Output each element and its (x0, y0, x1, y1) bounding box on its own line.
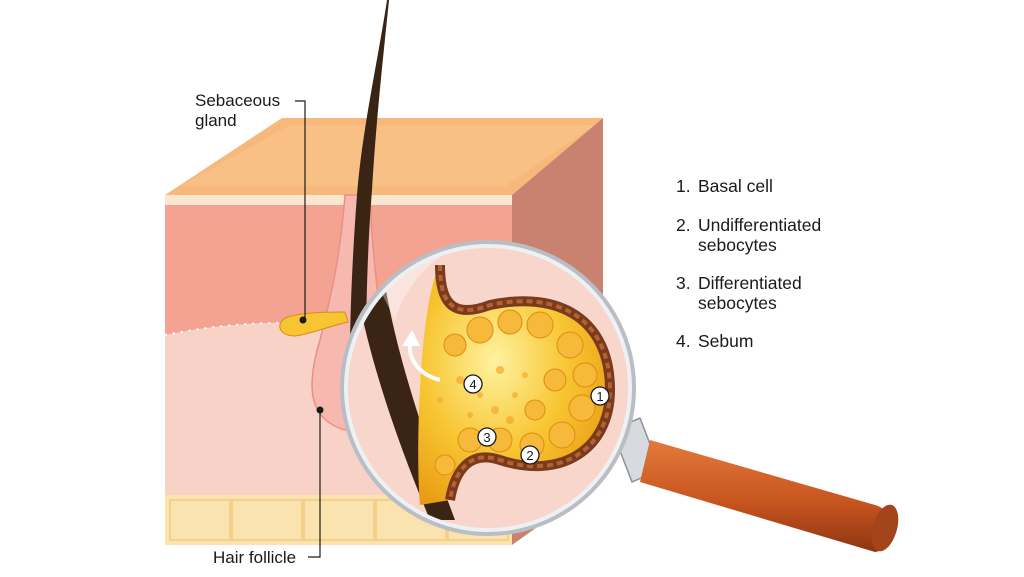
sebaceous-gland-label: Sebaceous gland (195, 91, 281, 130)
marker-4: 4 (463, 374, 483, 394)
marker-2-text: 2 (526, 448, 533, 463)
legend-item-basal-cell: 1. Basal cell (676, 176, 888, 196)
sebaceous-pointer-line (295, 100, 306, 320)
marker-3: 3 (477, 427, 497, 447)
fat-cells (169, 499, 509, 541)
magnified-view (348, 248, 628, 528)
marker-2: 2 (520, 445, 540, 465)
skin-top-highlight (180, 125, 595, 186)
marker-4-text: 4 (469, 377, 476, 392)
sebum-flow-arrow (407, 341, 441, 382)
legend-number: 3. (676, 273, 691, 293)
sebum-droplets (437, 366, 528, 424)
sebaceous-gland-small (279, 311, 349, 337)
legend-text: Differentiated sebocytes (698, 273, 802, 313)
legend-text: Basal cell (698, 176, 773, 196)
sebocyte-cells (434, 309, 598, 476)
basement-line (164, 321, 361, 336)
legend-number: 1. (676, 176, 691, 196)
legend-number: 4. (676, 331, 691, 351)
legend-text: Sebum (698, 331, 754, 351)
legend-item-undifferentiated: 2. Undifferentiated sebocytes (676, 215, 888, 255)
follicle-pointer-line (308, 410, 321, 558)
epidermis-stripe (165, 195, 512, 205)
marker-1: 1 (590, 386, 610, 406)
hair-follicle-label: Hair follicle (213, 548, 297, 567)
legend-item-sebum: 4. Sebum (676, 331, 888, 351)
marker-1-text: 1 (596, 389, 603, 404)
legend-item-differentiated: 3. Differentiated sebocytes (676, 273, 888, 313)
legend-text: Undifferentiated sebocytes (698, 215, 822, 255)
legend-number: 2. (676, 215, 691, 235)
magnifier-handle (611, 417, 899, 552)
marker-3-text: 3 (483, 430, 490, 445)
hair-shaft (350, 0, 389, 355)
